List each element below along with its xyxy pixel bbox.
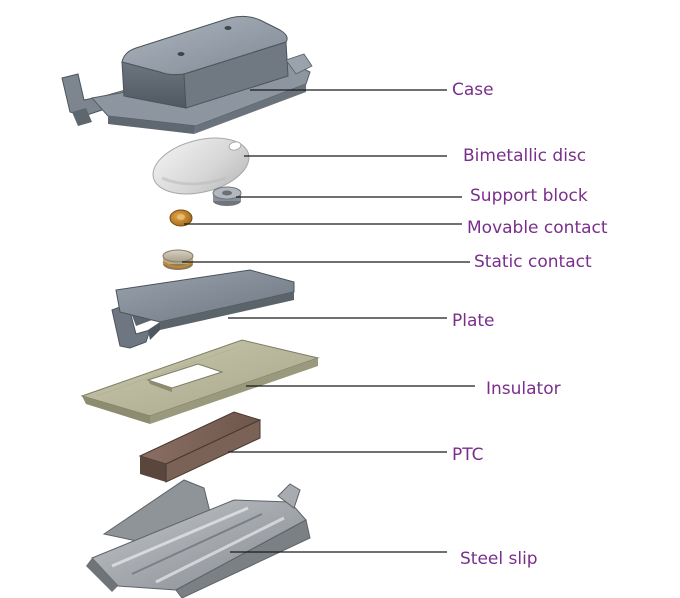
plate-part — [111, 269, 295, 349]
label-ptc: PTC — [452, 445, 484, 465]
movable-contact-part — [169, 209, 193, 227]
steel-slip-part — [86, 479, 311, 598]
label-support-block: Support block — [470, 186, 588, 206]
label-movable-contact: Movable contact — [467, 218, 608, 238]
bimetallic-disc-part — [152, 137, 250, 195]
label-insulator: Insulator — [486, 379, 561, 399]
label-steel-slip: Steel slip — [460, 549, 538, 569]
case-part — [61, 15, 313, 134]
label-plate: Plate — [452, 311, 495, 331]
label-static-contact: Static contact — [474, 252, 592, 272]
support-block-part — [212, 186, 242, 206]
insulator-part — [80, 339, 320, 424]
leader-lines — [182, 89, 475, 553]
label-bimetallic-disc: Bimetallic disc — [463, 146, 587, 166]
label-case: Case — [452, 80, 494, 100]
static-contact-part — [162, 249, 194, 270]
ptc-part — [138, 411, 262, 483]
